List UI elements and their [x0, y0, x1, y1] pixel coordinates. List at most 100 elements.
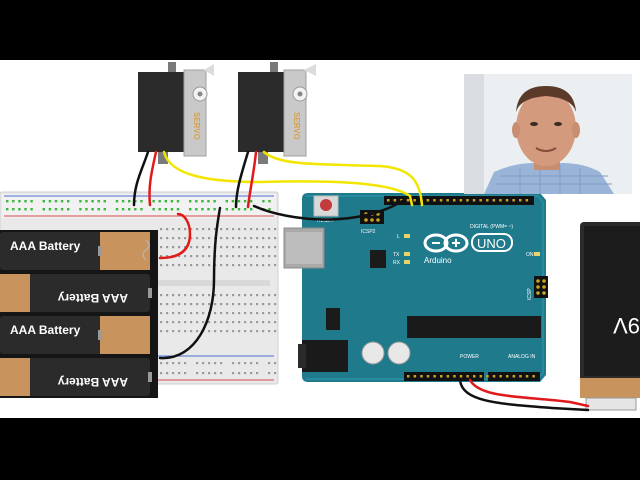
header-pin: [406, 199, 410, 202]
terminal-hole: [262, 228, 265, 231]
terminal-hole: [178, 303, 181, 306]
terminal-hole: [238, 237, 241, 240]
header-pin: [440, 375, 443, 378]
rail-hole: [195, 200, 198, 203]
rail-hole: [158, 200, 161, 203]
icsp2-label: ICSP2: [361, 229, 376, 235]
battery-pack-black-wire: [158, 206, 222, 360]
rail-hole: [18, 200, 21, 203]
led-rx-label: RX: [393, 260, 401, 266]
terminal-hole: [190, 228, 193, 231]
terminal-hole: [268, 264, 271, 267]
aaa-battery-label: AAA Battery: [10, 323, 81, 337]
terminal-hole: [268, 228, 271, 231]
terminal-hole: [220, 246, 223, 249]
rail-hole: [164, 208, 167, 211]
terminal-hole: [220, 228, 223, 231]
aaa-battery-label: AAA Battery: [10, 239, 81, 253]
rail-hole: [48, 200, 52, 203]
rail-hole: [166, 362, 169, 365]
terminal-hole: [268, 330, 271, 333]
battery-9v: 9V: [580, 222, 640, 411]
rail-hole: [60, 208, 64, 211]
terminal-hole: [226, 330, 229, 333]
terminal-hole: [268, 255, 271, 258]
terminal-hole: [262, 321, 265, 324]
power-label: POWER: [460, 354, 479, 360]
terminal-hole: [232, 264, 235, 267]
terminal-hole: [244, 228, 247, 231]
battery-pack-red-wire: [158, 212, 192, 260]
terminal-hole: [220, 303, 223, 306]
terminal-hole: [268, 312, 271, 315]
terminal-hole: [160, 312, 163, 315]
terminal-hole: [160, 228, 163, 231]
terminal-hole: [208, 228, 211, 231]
terminal-hole: [178, 264, 181, 267]
terminal-hole: [268, 294, 271, 297]
terminal-hole: [250, 294, 253, 297]
rail-hole: [189, 208, 192, 211]
terminal-hole: [202, 255, 205, 258]
uno-badge: [471, 233, 513, 252]
terminal-hole: [232, 303, 235, 306]
terminal-hole: [256, 303, 259, 306]
terminal-hole: [268, 303, 271, 306]
terminal-hole: [178, 228, 181, 231]
terminal-hole: [256, 294, 259, 297]
rail-hole: [152, 200, 155, 203]
header-pin: [433, 199, 436, 202]
terminal-hole: [160, 321, 163, 324]
terminal-hole: [274, 246, 277, 249]
rail-hole: [213, 208, 216, 211]
terminal-hole: [226, 303, 229, 306]
rail-hole: [170, 200, 174, 203]
servo-2-label: SERVO: [292, 112, 301, 140]
terminal-hole: [196, 321, 199, 324]
terminal-hole: [232, 321, 235, 324]
terminal-hole: [166, 321, 169, 324]
terminal-hole: [214, 228, 217, 231]
terminal-hole: [262, 294, 265, 297]
terminal-hole: [244, 264, 247, 267]
terminal-hole: [256, 255, 259, 258]
terminal-strip-holes: [160, 228, 277, 333]
terminal-hole: [172, 294, 175, 297]
header-pin: [433, 375, 436, 378]
rail-hole: [208, 362, 211, 365]
led-tx-label: TX: [393, 252, 400, 258]
terminal-hole: [178, 312, 181, 315]
terminal-hole: [190, 237, 193, 240]
terminal-hole: [244, 237, 247, 240]
rail-hole: [172, 372, 175, 375]
terminal-hole: [232, 246, 235, 249]
rail-hole: [6, 200, 9, 203]
rail-hole: [196, 372, 199, 375]
terminal-hole: [220, 237, 223, 240]
usb-chip: [370, 250, 386, 268]
led-l-label: L: [397, 234, 400, 240]
rail-hole: [134, 208, 137, 211]
rail-hole: [244, 372, 247, 375]
rail-hole: [195, 208, 198, 211]
rail-hole: [54, 200, 58, 203]
header-pin: [486, 375, 489, 378]
rail-hole: [166, 372, 169, 375]
rail-hole: [54, 208, 58, 211]
servo-1-black-wire: [132, 150, 150, 207]
terminal-hole: [250, 321, 253, 324]
terminal-hole: [226, 264, 229, 267]
terminal-hole: [178, 321, 181, 324]
rail-hole: [244, 362, 247, 365]
header-pin: [473, 375, 476, 378]
terminal-hole: [166, 255, 169, 258]
terminal-hole: [160, 303, 163, 306]
rail-hole: [97, 200, 100, 203]
terminal-hole: [190, 303, 193, 306]
rail-hole: [164, 200, 167, 203]
terminal-hole: [160, 246, 163, 249]
terminal-hole: [256, 321, 259, 324]
analog-label: ANALOG IN: [508, 354, 536, 360]
terminal-hole: [238, 255, 241, 258]
terminal-hole: [262, 303, 265, 306]
